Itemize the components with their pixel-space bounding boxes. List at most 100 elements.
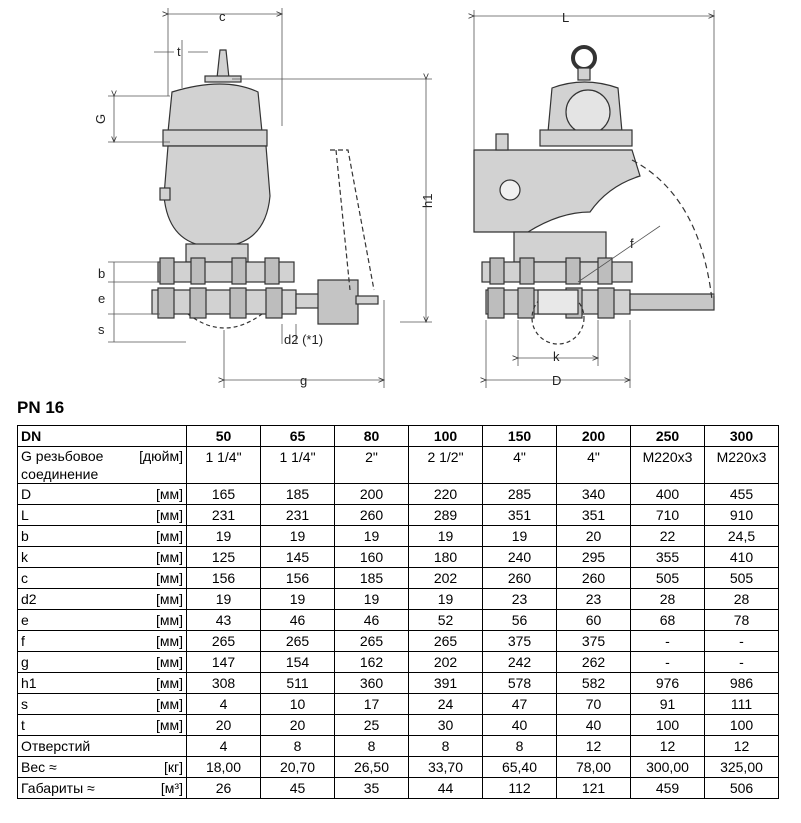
value-cell: 111 — [704, 693, 779, 715]
dim-b-label: b — [98, 266, 105, 281]
value-cell: 2 1/2" — [408, 446, 483, 484]
value-cell: 511 — [260, 672, 335, 694]
value-cell: - — [704, 651, 779, 673]
row-label: D — [21, 486, 32, 502]
row-label-cell: h1[мм] — [17, 672, 187, 694]
row-label: h1 — [21, 675, 37, 691]
dim-e-label: e — [98, 291, 105, 306]
value-cell: 47 — [482, 693, 557, 715]
value-cell: 340 — [556, 483, 631, 505]
value-cell: 70 — [556, 693, 631, 715]
value-cell: - — [630, 630, 705, 652]
value-cell: 285 — [482, 483, 557, 505]
value-cell: 351 — [482, 504, 557, 526]
value-cell: 202 — [408, 651, 483, 673]
row-label: g — [21, 654, 29, 670]
value-cell: 24,5 — [704, 525, 779, 547]
dim-d2-label: d2 (*1) — [284, 332, 323, 347]
value-cell: 200 — [334, 483, 409, 505]
value-cell: 52 — [408, 609, 483, 631]
row-unit: [м³] — [160, 780, 183, 796]
value-cell: 459 — [630, 777, 705, 799]
value-cell: 4" — [556, 446, 631, 484]
value-cell: 78 — [704, 609, 779, 631]
dim-h1-label: h1 — [420, 194, 435, 208]
value-cell: 19 — [186, 525, 261, 547]
value-cell: 1 1/4" — [260, 446, 335, 484]
value-cell: 185 — [260, 483, 335, 505]
value-cell: 43 — [186, 609, 261, 631]
value-cell: 20 — [556, 525, 631, 547]
value-cell: 4 — [186, 735, 261, 757]
value-cell: 19 — [408, 525, 483, 547]
value-cell: - — [704, 630, 779, 652]
row-label-cell: f[мм] — [17, 630, 187, 652]
row-label: e — [21, 612, 29, 628]
value-cell: 65,40 — [482, 756, 557, 778]
header-cell: 80 — [334, 425, 409, 447]
pressure-rating-title: PN 16 — [17, 398, 65, 417]
value-cell: 231 — [186, 504, 261, 526]
value-cell: 147 — [186, 651, 261, 673]
value-cell: 355 — [630, 546, 705, 568]
value-cell: 986 — [704, 672, 779, 694]
value-cell: 46 — [260, 609, 335, 631]
value-cell: 295 — [556, 546, 631, 568]
row-label-cell: t[мм] — [17, 714, 187, 736]
value-cell: 20 — [260, 714, 335, 736]
row-label: G резьбовое — [21, 448, 104, 464]
dim-L-label: L — [562, 10, 569, 25]
value-cell: 35 — [334, 777, 409, 799]
value-cell: 505 — [630, 567, 705, 589]
value-cell: 23 — [482, 588, 557, 610]
value-cell: M220x3 — [630, 446, 705, 484]
value-cell: 265 — [260, 630, 335, 652]
row-label-cell: k[мм] — [17, 546, 187, 568]
value-cell: 45 — [260, 777, 335, 799]
value-cell: 23 — [556, 588, 631, 610]
value-cell: 710 — [630, 504, 705, 526]
value-cell: 156 — [186, 567, 261, 589]
value-cell: 410 — [704, 546, 779, 568]
value-cell: 10 — [260, 693, 335, 715]
value-cell: 375 — [556, 630, 631, 652]
value-cell: M220x3 — [704, 446, 779, 484]
row-label-cell: D[мм] — [17, 483, 187, 505]
value-cell: 4 — [186, 693, 261, 715]
value-cell: 91 — [630, 693, 705, 715]
row-unit: [мм] — [155, 633, 183, 649]
value-cell: 100 — [704, 714, 779, 736]
value-cell: 20 — [186, 714, 261, 736]
header-cell: 200 — [556, 425, 631, 447]
value-cell: 28 — [630, 588, 705, 610]
value-cell: 19 — [260, 525, 335, 547]
row-label-cell: g[мм] — [17, 651, 187, 673]
header-cell: 250 — [630, 425, 705, 447]
value-cell: 260 — [556, 567, 631, 589]
header-cell: 100 — [408, 425, 483, 447]
value-cell: 308 — [186, 672, 261, 694]
value-cell: 17 — [334, 693, 409, 715]
value-cell: 220 — [408, 483, 483, 505]
row-unit: [мм] — [155, 549, 183, 565]
value-cell: 400 — [630, 483, 705, 505]
value-cell: 33,70 — [408, 756, 483, 778]
row-unit: [мм] — [155, 507, 183, 523]
row-unit: [кг] — [163, 759, 183, 775]
row-label: t — [21, 717, 25, 733]
value-cell: 910 — [704, 504, 779, 526]
value-cell: - — [630, 651, 705, 673]
header-cell: 50 — [186, 425, 261, 447]
value-cell: 8 — [408, 735, 483, 757]
row-unit: [мм] — [155, 696, 183, 712]
dim-g-label: g — [300, 373, 307, 388]
header-cell: 150 — [482, 425, 557, 447]
value-cell: 40 — [556, 714, 631, 736]
row-label-cell: Габариты ≈[м³] — [17, 777, 187, 799]
